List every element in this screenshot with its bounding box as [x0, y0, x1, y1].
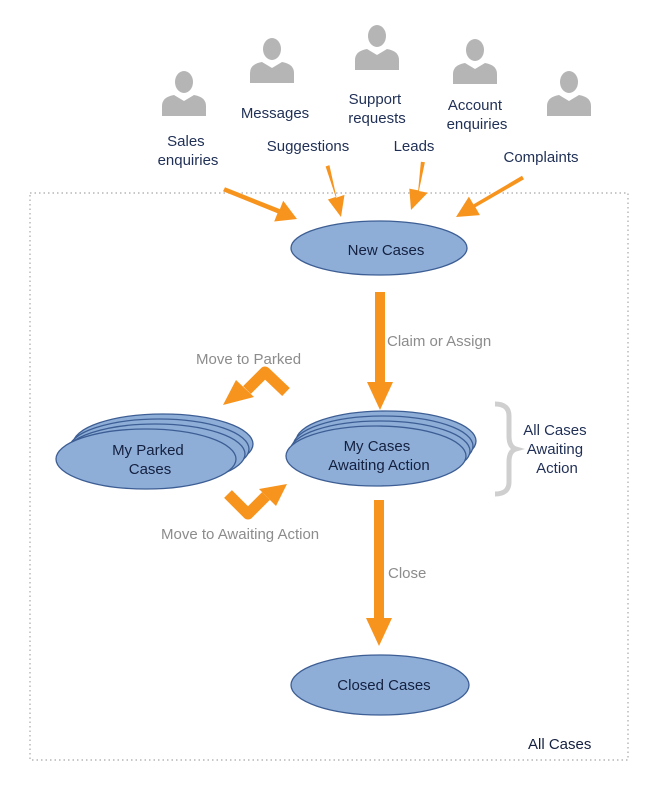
person-icon	[453, 39, 497, 84]
node-parked-stack	[55, 413, 254, 490]
person-icon	[162, 71, 206, 116]
edge-label-claim: Claim or Assign	[387, 333, 491, 350]
arrow-move-to-parked-head	[223, 380, 254, 405]
source-label-complaints: Complaints	[503, 149, 578, 166]
source-labels: Sales enquiries Messages Suggestions Sup…	[158, 91, 579, 169]
group-label-all-cases: All Cases	[528, 736, 591, 753]
source-label-account: Account enquiries	[447, 97, 508, 133]
node-label-new-cases: New Cases	[348, 242, 425, 259]
edge-label-to-parked: Move to Parked	[196, 351, 301, 368]
node-my-cases	[285, 425, 467, 487]
source-label-sales: Sales enquiries	[158, 133, 219, 169]
arrow-claim	[367, 292, 393, 410]
group-label-all-awaiting: All Cases Awaiting Action	[523, 422, 591, 477]
source-label-support: Support requests	[348, 91, 406, 127]
arrow-move-to-parked	[243, 366, 290, 396]
arrow-complaints	[456, 175, 524, 217]
source-label-suggestions: Suggestions	[267, 138, 350, 155]
node-label-my-cases: My Cases Awaiting Action	[328, 438, 429, 474]
node-parked	[55, 428, 237, 490]
arrow-move-to-awaiting-head	[259, 484, 287, 506]
all-cases-boundary	[29, 192, 629, 761]
node-label-parked: My Parked Cases	[112, 442, 188, 478]
edge-label-to-awaiting: Move to Awaiting Action	[161, 526, 319, 543]
node-my-cases-stack	[285, 410, 477, 487]
person-icon	[355, 25, 399, 70]
arrow-close	[366, 500, 392, 646]
edge-label-close: Close	[388, 565, 426, 582]
node-new-cases	[290, 220, 468, 276]
node-label-closed-cases: Closed Cases	[337, 677, 430, 694]
arrow-suggestions	[325, 165, 345, 217]
incoming-arrows	[223, 161, 524, 222]
person-icon	[547, 71, 591, 116]
person-icon	[250, 38, 294, 83]
arrow-leads	[409, 161, 428, 210]
source-label-leads: Leads	[394, 138, 435, 155]
source-label-messages: Messages	[241, 105, 309, 122]
awaiting-brace	[494, 401, 526, 497]
arrow-move-to-awaiting	[224, 490, 270, 520]
arrow-sales	[223, 187, 297, 222]
node-closed-cases	[290, 654, 470, 716]
